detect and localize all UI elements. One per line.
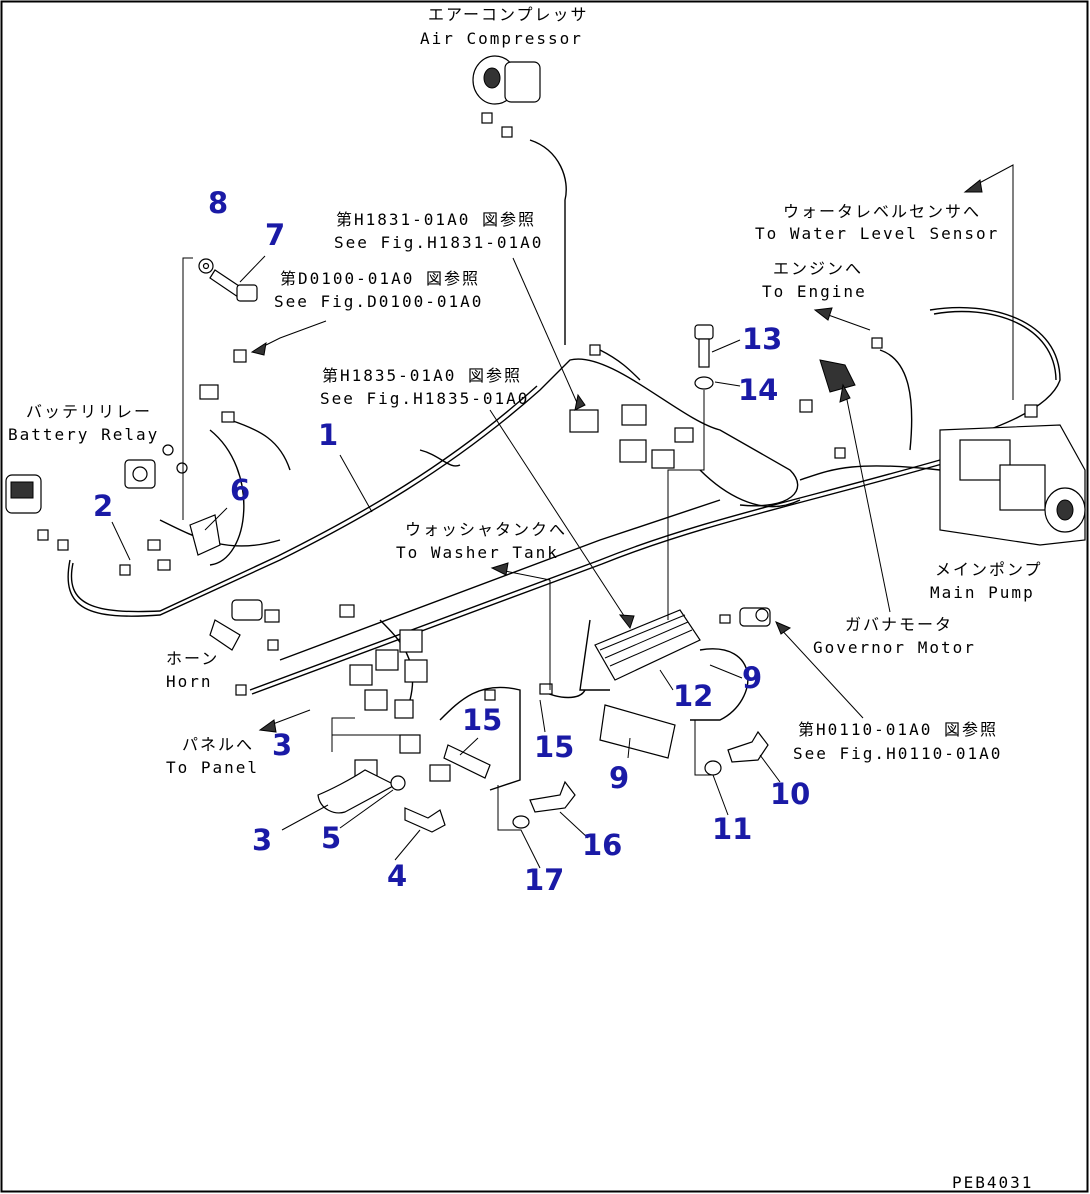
engine-label-jp: エンジンへ — [773, 259, 863, 278]
main-pump-part — [939, 404, 1086, 546]
callout-14: 14 — [738, 373, 778, 407]
water-level-label-en: To Water Level Sensor — [755, 224, 999, 243]
callout-16: 16 — [582, 828, 622, 862]
callout-12: 12 — [673, 679, 713, 713]
bolt-7-part — [209, 269, 258, 302]
governor-label-jp: ガバナモータ — [845, 615, 953, 634]
callout-3-upper: 3 — [272, 728, 292, 762]
water-level-label-jp: ウォータレベルセンサへ — [783, 202, 981, 221]
callout-2: 2 — [93, 489, 113, 523]
air-compressor-part — [472, 55, 541, 138]
callout-3-lower: 3 — [252, 823, 272, 857]
arrowheads — [250, 179, 983, 733]
washer-tank-label-jp: ウォッシャタンクへ — [405, 520, 567, 539]
relay-cluster-part — [569, 344, 694, 469]
horn-part — [209, 599, 280, 696]
bolt-4-part — [404, 807, 446, 833]
main-pump-label-jp: メインポンプ — [935, 560, 1043, 579]
bolt-16-part — [529, 780, 576, 813]
callout-7: 7 — [265, 218, 285, 252]
callout-15-left: 15 — [462, 703, 502, 737]
air-compressor-label-jp: エアーコンプレッサ — [428, 5, 589, 24]
engine-label-en: To Engine — [762, 282, 867, 301]
fig-h1831-label-en: See Fig.H1831-01A0 — [334, 233, 543, 252]
protector-15-part — [443, 744, 491, 779]
bolt-10-part — [727, 730, 769, 763]
fig-h1835-label-en: See Fig.H1835-01A0 — [320, 389, 529, 408]
bracket-3-part — [317, 769, 397, 814]
callout-9-lower: 9 — [609, 761, 629, 795]
fig-h0110-label-en: See Fig.H0110-01A0 — [793, 744, 1002, 763]
callout-11: 11 — [712, 812, 752, 846]
callout-1: 1 — [318, 418, 338, 452]
callout-8: 8 — [208, 186, 228, 220]
leader-lines — [111, 164, 1014, 869]
battery-relay-label-jp: バッテリリレー — [26, 402, 152, 421]
callout-numbers: 1 2 3 3 4 5 6 7 8 9 9 10 11 12 13 14 15 … — [93, 186, 810, 897]
lamp-part — [5, 474, 69, 551]
fig-h1831-label-jp: 第H1831-01A0 図参照 — [336, 210, 536, 229]
washer-5-part — [390, 775, 406, 791]
fig-h0110-label-jp: 第H0110-01A0 図参照 — [798, 720, 998, 739]
washer-8-part — [198, 258, 214, 274]
panel-label-jp: パネルへ — [182, 735, 254, 754]
battery-relay-part — [119, 444, 221, 576]
callout-5: 5 — [321, 821, 341, 855]
callout-6: 6 — [230, 473, 250, 507]
air-compressor-label-en: Air Compressor — [420, 29, 583, 48]
fig-h1835-label-jp: 第H1835-01A0 図参照 — [322, 366, 522, 385]
connector-cluster-part — [339, 604, 553, 782]
battery-relay-label-en: Battery Relay — [8, 425, 159, 444]
horn-label-jp: ホーン — [166, 649, 219, 668]
washer-11-part — [704, 760, 722, 776]
fig-d0100-label-en: See Fig.D0100-01A0 — [274, 292, 483, 311]
main-pump-label-en: Main Pump — [930, 583, 1035, 602]
callout-4: 4 — [387, 859, 407, 893]
washer-17-part — [512, 815, 530, 829]
horn-label-en: Horn — [166, 672, 213, 691]
fig-d0100-label-jp: 第D0100-01A0 図参照 — [280, 269, 480, 288]
washer-tank-label-en: To Washer Tank — [396, 543, 559, 562]
callout-13: 13 — [742, 322, 782, 356]
bolt-13-part — [694, 324, 714, 368]
callout-9-right: 9 — [742, 661, 762, 695]
callout-10: 10 — [770, 777, 810, 811]
callout-17: 17 — [524, 863, 564, 897]
fuse-box-12-part — [594, 609, 701, 681]
engine-sensor-part — [799, 337, 883, 459]
callout-15-right: 15 — [534, 730, 574, 764]
sensor-part — [199, 349, 247, 423]
governor-motor-part — [719, 607, 771, 627]
text-labels: エアーコンプレッサ Air Compressor ウォータレベルセンサへ To … — [8, 5, 1043, 1192]
washer-14-part — [694, 376, 714, 390]
plate-9-part — [599, 704, 676, 759]
drawing-code: PEB4031 — [952, 1173, 1033, 1192]
governor-label-en: Governor Motor — [813, 638, 976, 657]
panel-label-en: To Panel — [166, 758, 259, 777]
